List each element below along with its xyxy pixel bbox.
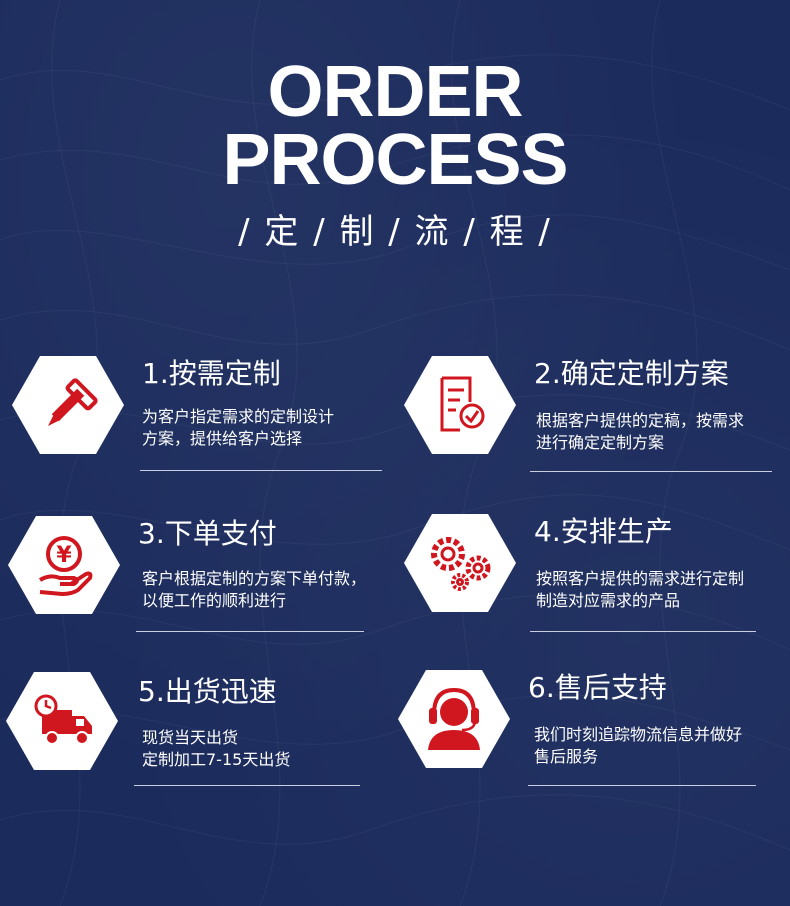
step-3-divider (136, 631, 364, 632)
step-1-desc-line2: 方案，提供给客户选择 (142, 429, 303, 448)
step-5-desc-line1: 现货当天出货 (142, 728, 239, 747)
step-3-hexagon: ¥ (8, 516, 120, 614)
step-2-divider (530, 471, 772, 472)
step-2-desc-line1: 根据客户提供的定稿，按需求 (536, 411, 745, 430)
step-4-desc-line1: 按照客户提供的需求进行定制 (536, 569, 745, 588)
step-1-hexagon (12, 356, 124, 454)
delivery-truck-icon (34, 694, 92, 745)
step-5-title: 5.出货迅速 (138, 675, 277, 708)
svg-text:¥: ¥ (56, 543, 72, 568)
step-2-title: 2.确定定制方案 (534, 357, 729, 390)
step-2-hexagon (404, 356, 516, 454)
step-6-title: 6.售后支持 (528, 671, 667, 704)
step-1-desc-line1: 为客户指定需求的定制设计 (142, 407, 335, 426)
page-title-line1: ORDER (267, 52, 523, 132)
step-4-divider (530, 631, 756, 632)
step-6-divider (528, 785, 756, 786)
step-6-desc-line2: 售后服务 (534, 747, 599, 766)
yuan-hand-icon: ¥ (38, 536, 93, 596)
step-4-title: 4.安排生产 (534, 515, 673, 548)
step-5-desc-line2: 定制加工7-15天出货 (142, 750, 291, 769)
step-6-desc-line1: 我们时刻追踪物流信息并做好 (534, 725, 743, 744)
page-subtitle: / 定 / 制 / 流 / 程 / (238, 212, 552, 252)
step-1-title: 1.按需定制 (142, 357, 281, 390)
pencil-ruler-icon (48, 378, 98, 426)
step-5-divider (134, 785, 360, 786)
page-title-line2: PROCESS (222, 120, 568, 200)
step-1-divider (140, 470, 382, 471)
step-3-desc-line1: 客户根据定制的方案下单付款， (142, 569, 367, 588)
gears-icon (431, 537, 491, 591)
step-3-title: 3.下单支付 (138, 517, 277, 550)
document-check-icon (440, 376, 485, 432)
customer-service-icon (428, 687, 480, 750)
step-6-hexagon (398, 670, 510, 768)
step-2-desc-line2: 进行确定定制方案 (536, 433, 665, 452)
step-3-desc-line2: 以便工作的顺利进行 (142, 591, 287, 610)
step-4-desc-line2: 制造对应需求的产品 (536, 591, 681, 610)
step-4-hexagon (404, 514, 516, 612)
step-5-hexagon (6, 672, 118, 770)
